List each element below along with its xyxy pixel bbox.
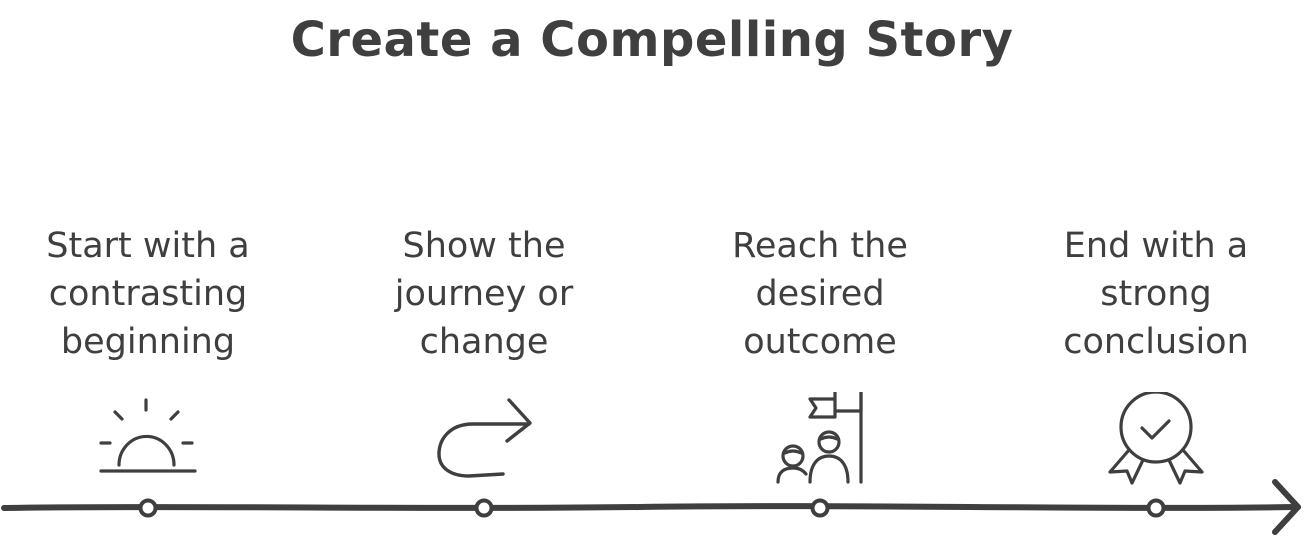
step-2: Show the journey or change <box>334 222 634 366</box>
step-2-line-1: Show the <box>402 226 566 266</box>
step-4-line-1: End with a <box>1063 226 1249 266</box>
diagram-title: Create a Compelling Story <box>290 12 1014 68</box>
redirect-arrow-icon <box>429 392 539 488</box>
timeline-line <box>1 503 1301 511</box>
step-3-line-2: desired <box>755 274 885 314</box>
step-4-label: End with a strong conclusion <box>1006 222 1304 366</box>
step-2-line-2: journey or <box>394 274 574 314</box>
step-4-line-3: conclusion <box>1063 322 1249 362</box>
timeline-marker-3 <box>810 498 830 518</box>
timeline-axis <box>0 470 1304 536</box>
step-1-line-3: beginning <box>60 322 236 362</box>
timeline-marker-4 <box>1146 498 1166 518</box>
timeline-arrowhead <box>1272 479 1301 535</box>
step-3: Reach the desired outcome <box>670 222 970 366</box>
step-2-label: Show the journey or change <box>334 222 634 366</box>
step-3-line-1: Reach the <box>732 226 908 266</box>
sunrise-icon <box>93 392 203 488</box>
step-1-line-2: contrasting <box>48 274 248 314</box>
award-badge-icon <box>1101 392 1211 488</box>
step-2-line-3: change <box>419 322 549 362</box>
step-3-label: Reach the desired outcome <box>670 222 970 366</box>
step-1-line-1: Start with a <box>46 226 250 266</box>
step-4: End with a strong conclusion <box>1006 222 1304 366</box>
timeline-marker-2 <box>474 498 494 518</box>
step-1: Start with a contrasting beginning <box>0 222 298 366</box>
timeline-marker-1 <box>138 498 158 518</box>
step-4-line-2: strong <box>1100 274 1212 314</box>
team-flag-icon <box>766 392 876 488</box>
step-1-label: Start with a contrasting beginning <box>0 222 298 366</box>
step-3-line-3: outcome <box>743 322 897 362</box>
